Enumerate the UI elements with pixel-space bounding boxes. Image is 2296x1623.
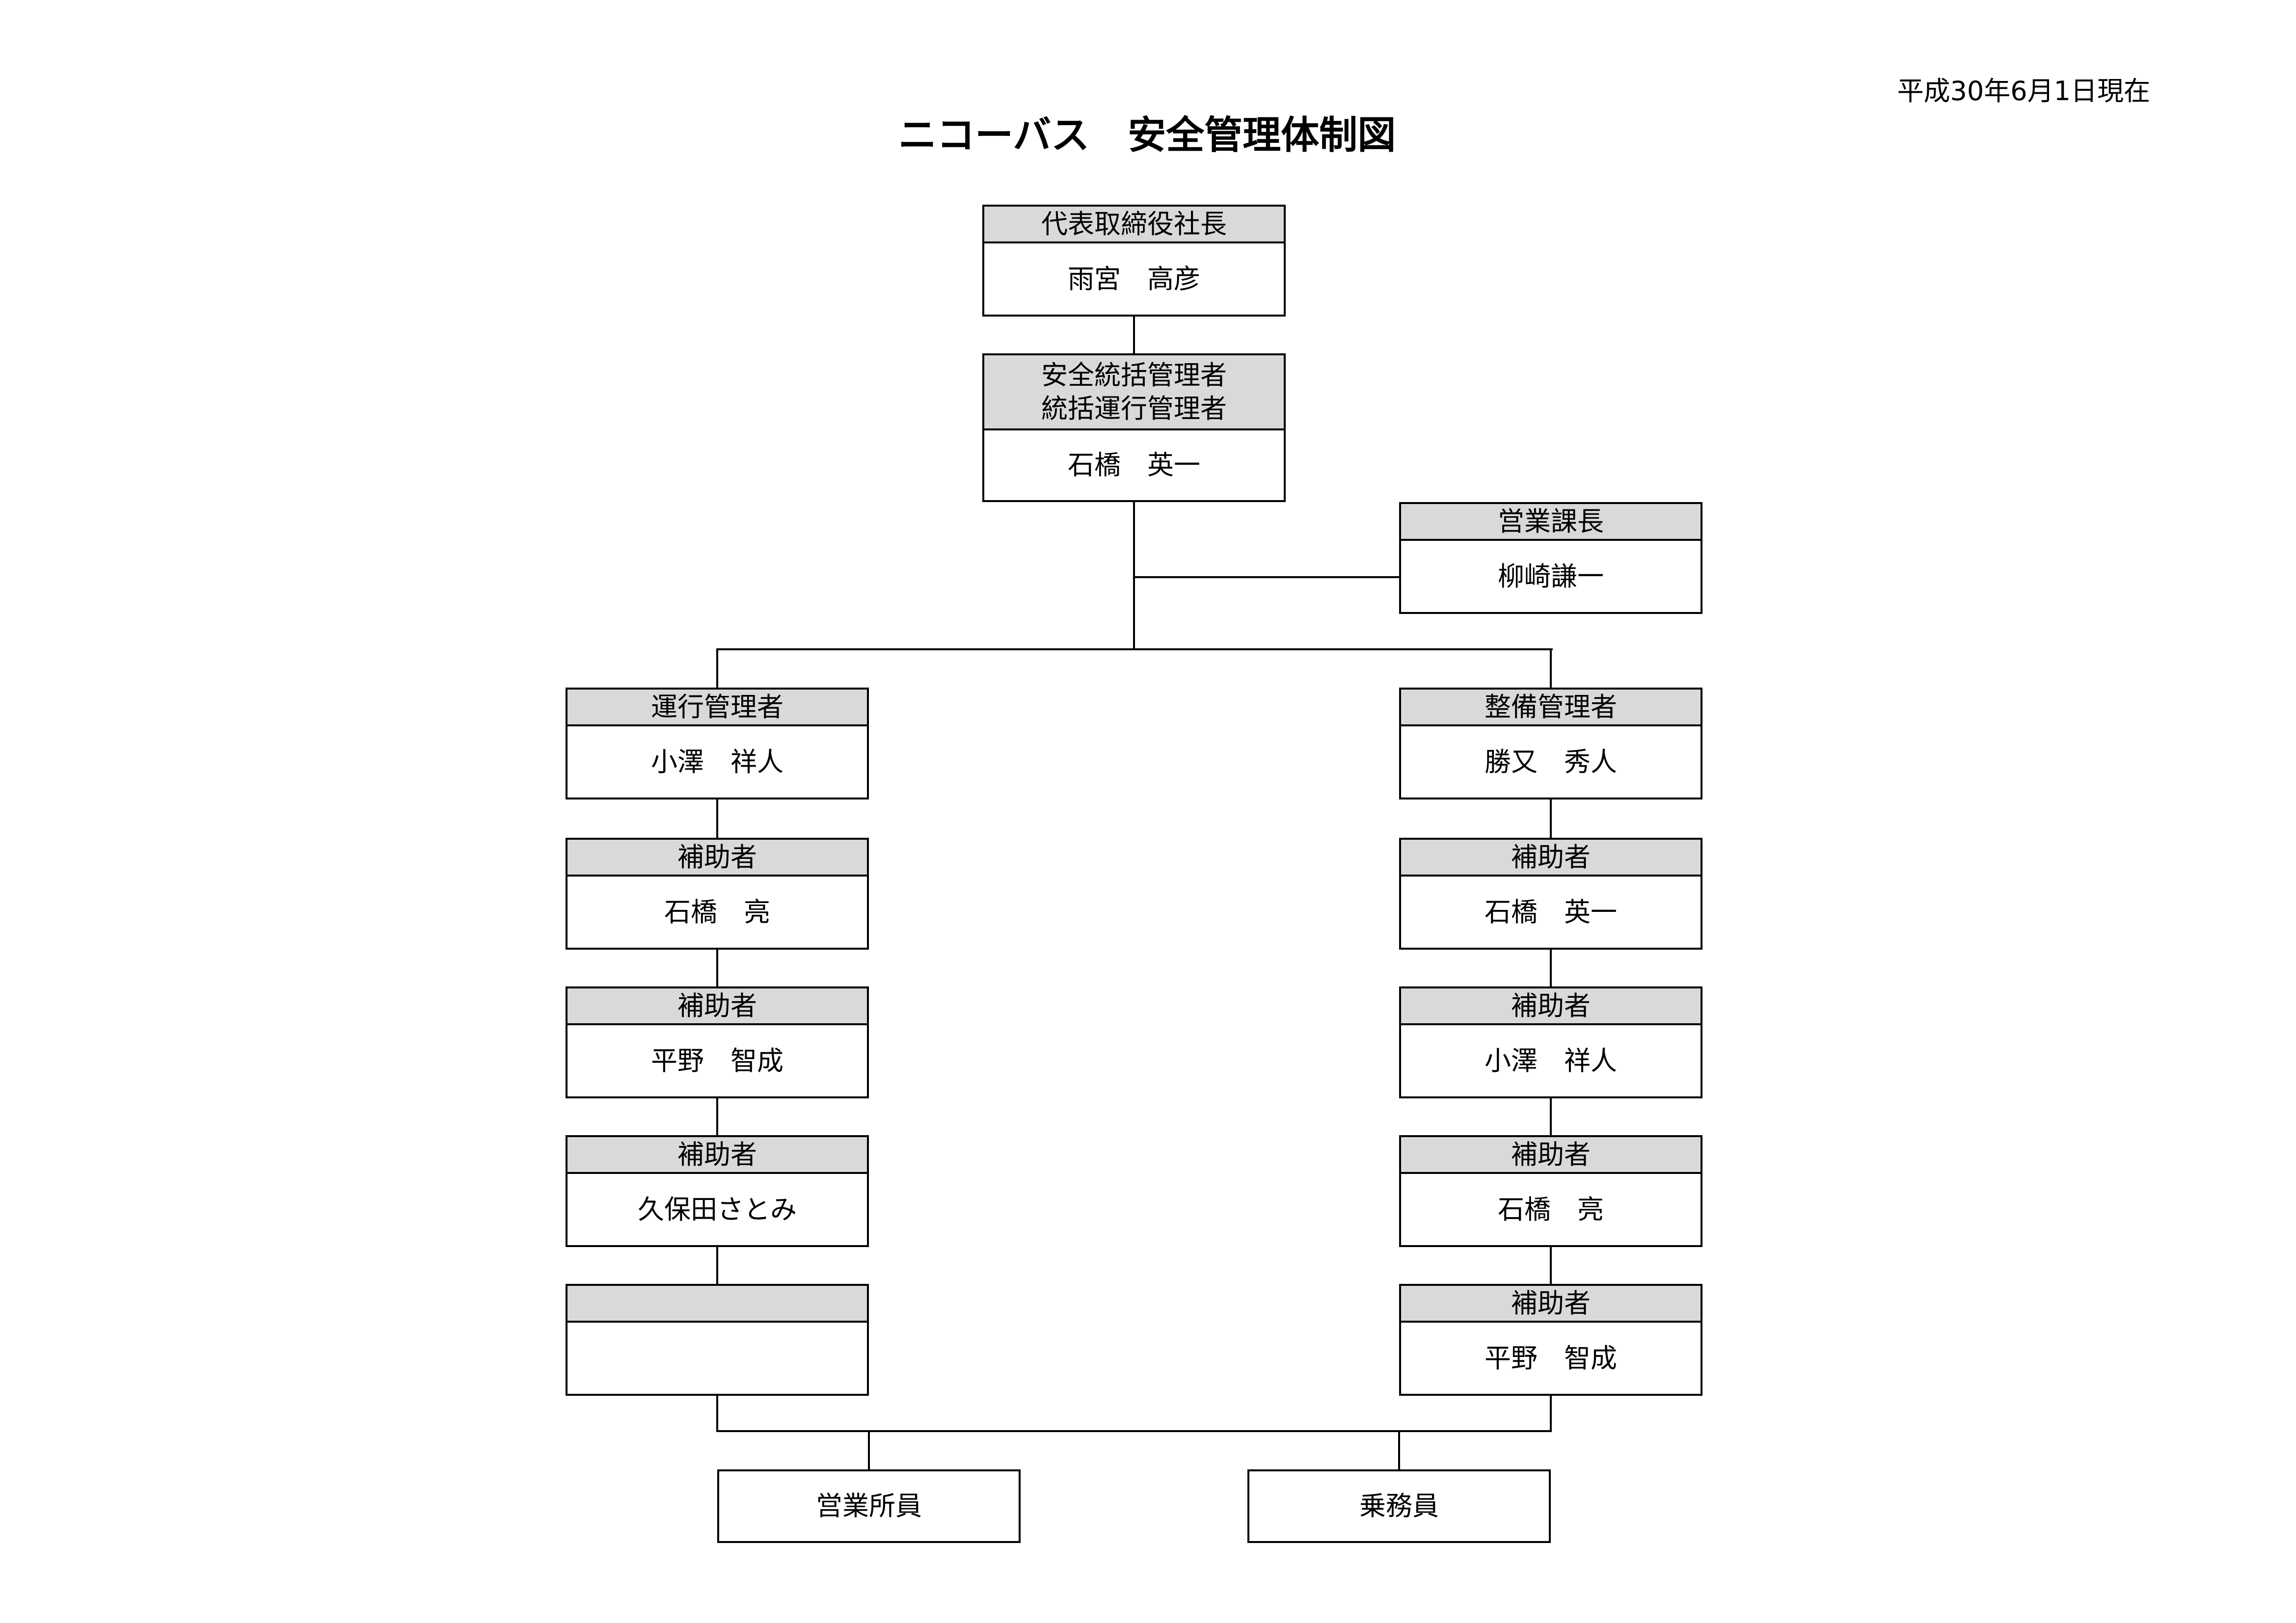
- role-label: 補助者: [1401, 988, 1701, 1025]
- role-label: 補助者: [1401, 1286, 1701, 1323]
- crew-box: 乗務員: [1247, 1469, 1551, 1543]
- person-name: 石橋 英一: [1068, 450, 1200, 480]
- person-name: 小澤 祥人: [651, 746, 783, 777]
- person-name: 久保田さとみ: [638, 1194, 797, 1225]
- connector-line: [1550, 648, 1552, 688]
- maintenance-box: 整備管理者 勝又 秀人: [1399, 688, 1702, 799]
- office-staff-box: 営業所員: [717, 1469, 1021, 1543]
- page-title: ニコーバス 安全管理体制図: [898, 113, 1396, 158]
- person-name: 勝又 秀人: [1485, 746, 1617, 777]
- person-name: 石橋 亮: [664, 896, 770, 928]
- person-name: 石橋 亮: [1498, 1194, 1604, 1225]
- connector-line: [1133, 317, 1135, 353]
- connector-line: [1398, 1430, 1400, 1469]
- connector-line: [1134, 576, 1399, 578]
- connector-line: [1550, 1396, 1552, 1432]
- role-label: 補助者: [1401, 840, 1701, 877]
- connector-line: [716, 1247, 718, 1284]
- role-label: 補助者: [567, 988, 867, 1025]
- connector-line: [716, 1098, 718, 1135]
- role-label: [567, 1286, 867, 1323]
- role-label: 営業課長: [1401, 504, 1701, 541]
- person-name: 柳崎謙一: [1498, 560, 1604, 592]
- connector-line: [716, 1430, 1552, 1432]
- connector-line: [716, 1396, 718, 1432]
- president-box: 代表取締役社長 雨宮 高彦: [982, 205, 1286, 317]
- role-label: 補助者: [567, 1137, 867, 1174]
- sales-manager-box: 営業課長 柳崎謙一: [1399, 502, 1702, 614]
- operations-box: 補助者 平野 智成: [566, 986, 869, 1098]
- person-name: 平野 智成: [1485, 1342, 1617, 1374]
- operations-box: 運行管理者 小澤 祥人: [566, 688, 869, 799]
- safety-manager-box: 安全統括管理者 統括運行管理者 石橋 英一: [982, 353, 1286, 502]
- person-name: 平野 智成: [651, 1045, 783, 1076]
- as-of-date: 平成30年6月1日現在: [1897, 76, 2150, 106]
- connector-line: [1550, 1098, 1552, 1135]
- operations-box: 補助者 石橋 亮: [566, 838, 869, 950]
- role-label: 運行管理者: [567, 690, 867, 726]
- role-label: 整備管理者: [1401, 690, 1701, 726]
- role-label: 安全統括管理者 統括運行管理者: [984, 355, 1284, 430]
- maintenance-box: 補助者 平野 智成: [1399, 1284, 1702, 1396]
- staff-label: 営業所員: [816, 1490, 922, 1521]
- connector-line: [716, 950, 718, 986]
- role-label: 代表取締役社長: [984, 207, 1284, 243]
- connector-line: [716, 648, 1553, 650]
- connector-line: [1550, 1247, 1552, 1284]
- connector-line: [716, 799, 718, 838]
- person-name: 石橋 英一: [1485, 896, 1617, 928]
- maintenance-box: 補助者 小澤 祥人: [1399, 986, 1702, 1098]
- operations-box: 補助者 久保田さとみ: [566, 1135, 869, 1247]
- role-label: 補助者: [1401, 1137, 1701, 1174]
- connector-line: [1550, 799, 1552, 838]
- connector-line: [868, 1430, 870, 1469]
- connector-line: [1550, 950, 1552, 986]
- role-label: 補助者: [567, 840, 867, 877]
- person-name: 小澤 祥人: [1485, 1045, 1617, 1076]
- maintenance-box: 補助者 石橋 亮: [1399, 1135, 1702, 1247]
- person-name: 雨宮 高彦: [1068, 263, 1200, 294]
- role-line: 安全統括管理者: [1041, 359, 1227, 391]
- empty-box: [566, 1284, 869, 1396]
- connector-line: [716, 648, 718, 688]
- staff-label: 乗務員: [1359, 1490, 1439, 1521]
- person-name: [567, 1323, 867, 1394]
- maintenance-box: 補助者 石橋 英一: [1399, 838, 1702, 950]
- role-line: 統括運行管理者: [1041, 393, 1227, 424]
